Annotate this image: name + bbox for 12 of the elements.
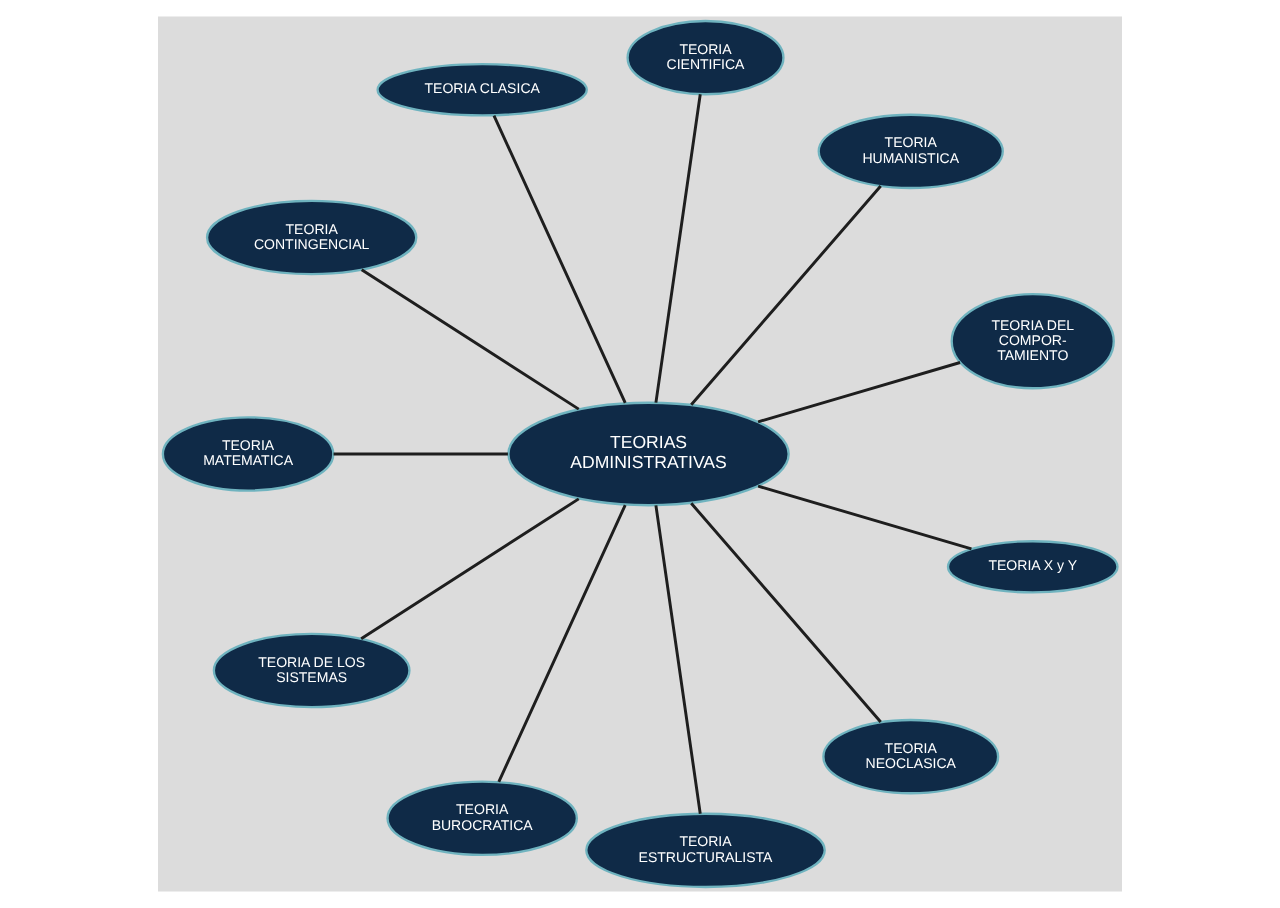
connector: [360, 268, 580, 411]
connector: [497, 504, 627, 783]
connector: [654, 94, 702, 403]
connector: [690, 185, 882, 406]
connector: [757, 361, 961, 424]
connector: [654, 505, 702, 814]
connector: [492, 114, 627, 404]
connector: [690, 502, 882, 723]
connector: [360, 497, 580, 640]
connector: [333, 452, 508, 456]
connector: [757, 484, 972, 551]
node-ellipse: TEORIAS ADMINISTRATIVAS: [507, 401, 790, 507]
